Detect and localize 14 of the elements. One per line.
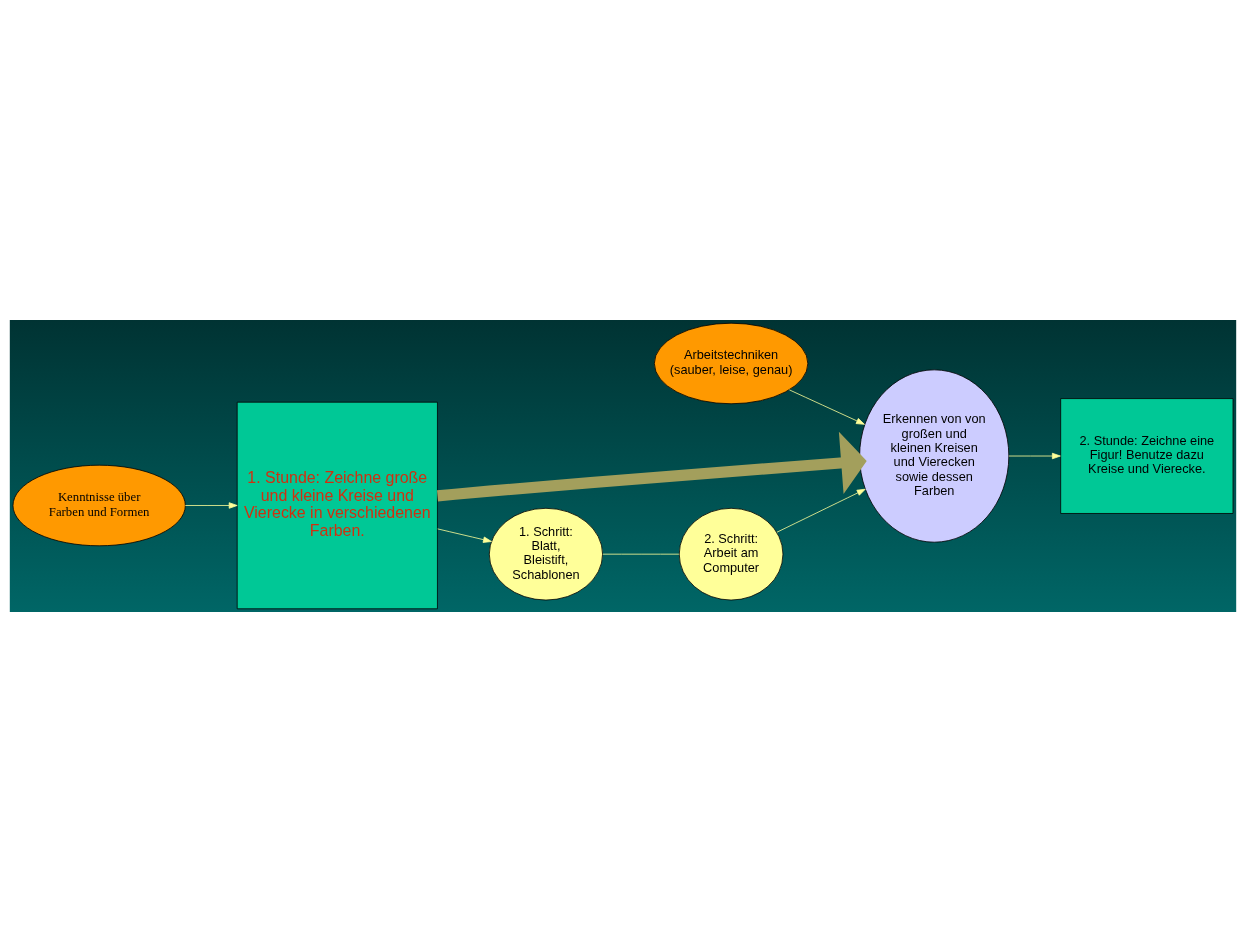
node-box: 1. Stunde: Zeichne große und kleine Kreise und Vierecke in verschiedenen Farben.	[236, 401, 438, 609]
arrow	[1008, 452, 1061, 459]
node-ellipse: Erkennen von von großen und kleinen Kreisen und Vierecken sowie dessen Farben	[859, 368, 1010, 543]
arrow	[184, 501, 238, 509]
node-ellipse: 2. Schritt: Arbeit am Computer	[678, 507, 784, 600]
node-ellipse: 1. Schritt: Blatt, Bleistift, Schablonen	[488, 507, 603, 600]
connector	[602, 553, 680, 555]
node-box: 2. Stunde: Zeichne eine Figur! Benutze dazu Kreise und Vierecke.	[1060, 397, 1234, 514]
node-ellipse: Arbeitstechniken (sauber, leise, genau)	[653, 322, 809, 404]
arrow	[789, 389, 865, 425]
arrow	[776, 488, 866, 533]
node-ellipse: Kenntnisse über Farben und Formen	[12, 464, 186, 546]
arrow	[437, 528, 492, 543]
arrow	[437, 431, 867, 501]
